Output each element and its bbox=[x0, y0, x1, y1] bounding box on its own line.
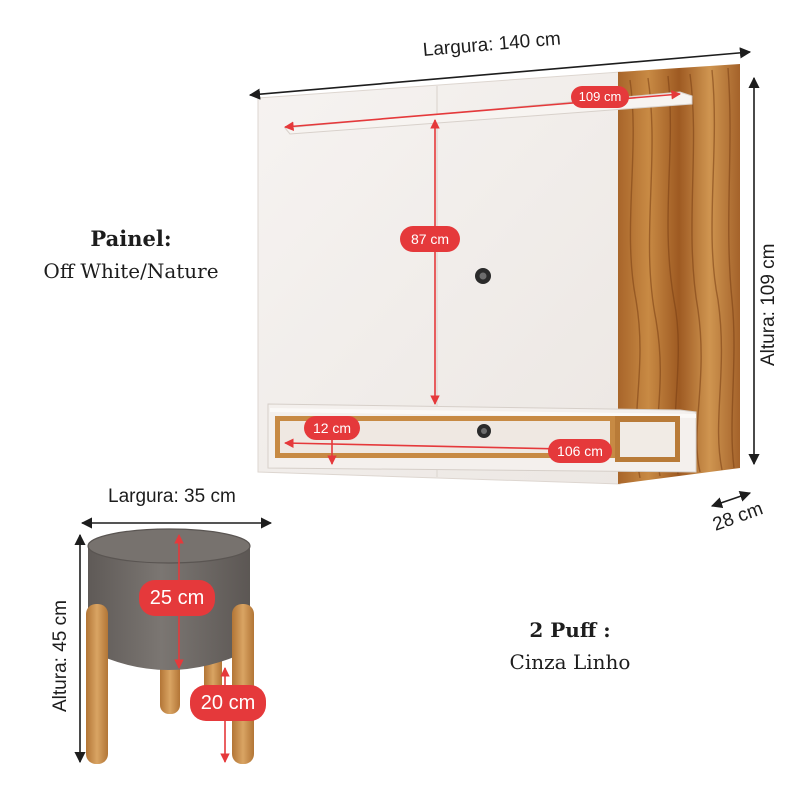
rack-width-badge: 106 cm bbox=[548, 439, 612, 463]
puff-leg-badge: 20 cm bbox=[190, 685, 266, 721]
panel-depth-line bbox=[710, 490, 752, 509]
panel-subtitle: Off White/Nature bbox=[43, 259, 219, 283]
panel-height-label: Altura: 109 cm bbox=[758, 243, 779, 367]
panel-width-line bbox=[248, 47, 752, 100]
wood-side-panel bbox=[618, 64, 740, 484]
puff-title: 2 Puff : bbox=[529, 618, 611, 642]
puff-height-label: Altura: 45 cm bbox=[50, 600, 71, 712]
puff-leg-front-right bbox=[232, 604, 254, 764]
puff-seat-top bbox=[87, 528, 251, 564]
puff-width-label: Largura: 35 cm bbox=[108, 486, 236, 507]
tv-height-badge: 87 cm bbox=[400, 226, 460, 252]
puff-subtitle: Cinza Linho bbox=[509, 650, 631, 674]
panel-title: Painel: bbox=[90, 226, 172, 251]
rack-height-badge: 12 cm bbox=[304, 416, 360, 440]
puff-seat-badge: 25 cm bbox=[139, 580, 215, 616]
puff bbox=[86, 528, 254, 764]
shelf-width-badge: 109 cm bbox=[571, 86, 629, 108]
puff-leg-front-left bbox=[86, 604, 108, 764]
